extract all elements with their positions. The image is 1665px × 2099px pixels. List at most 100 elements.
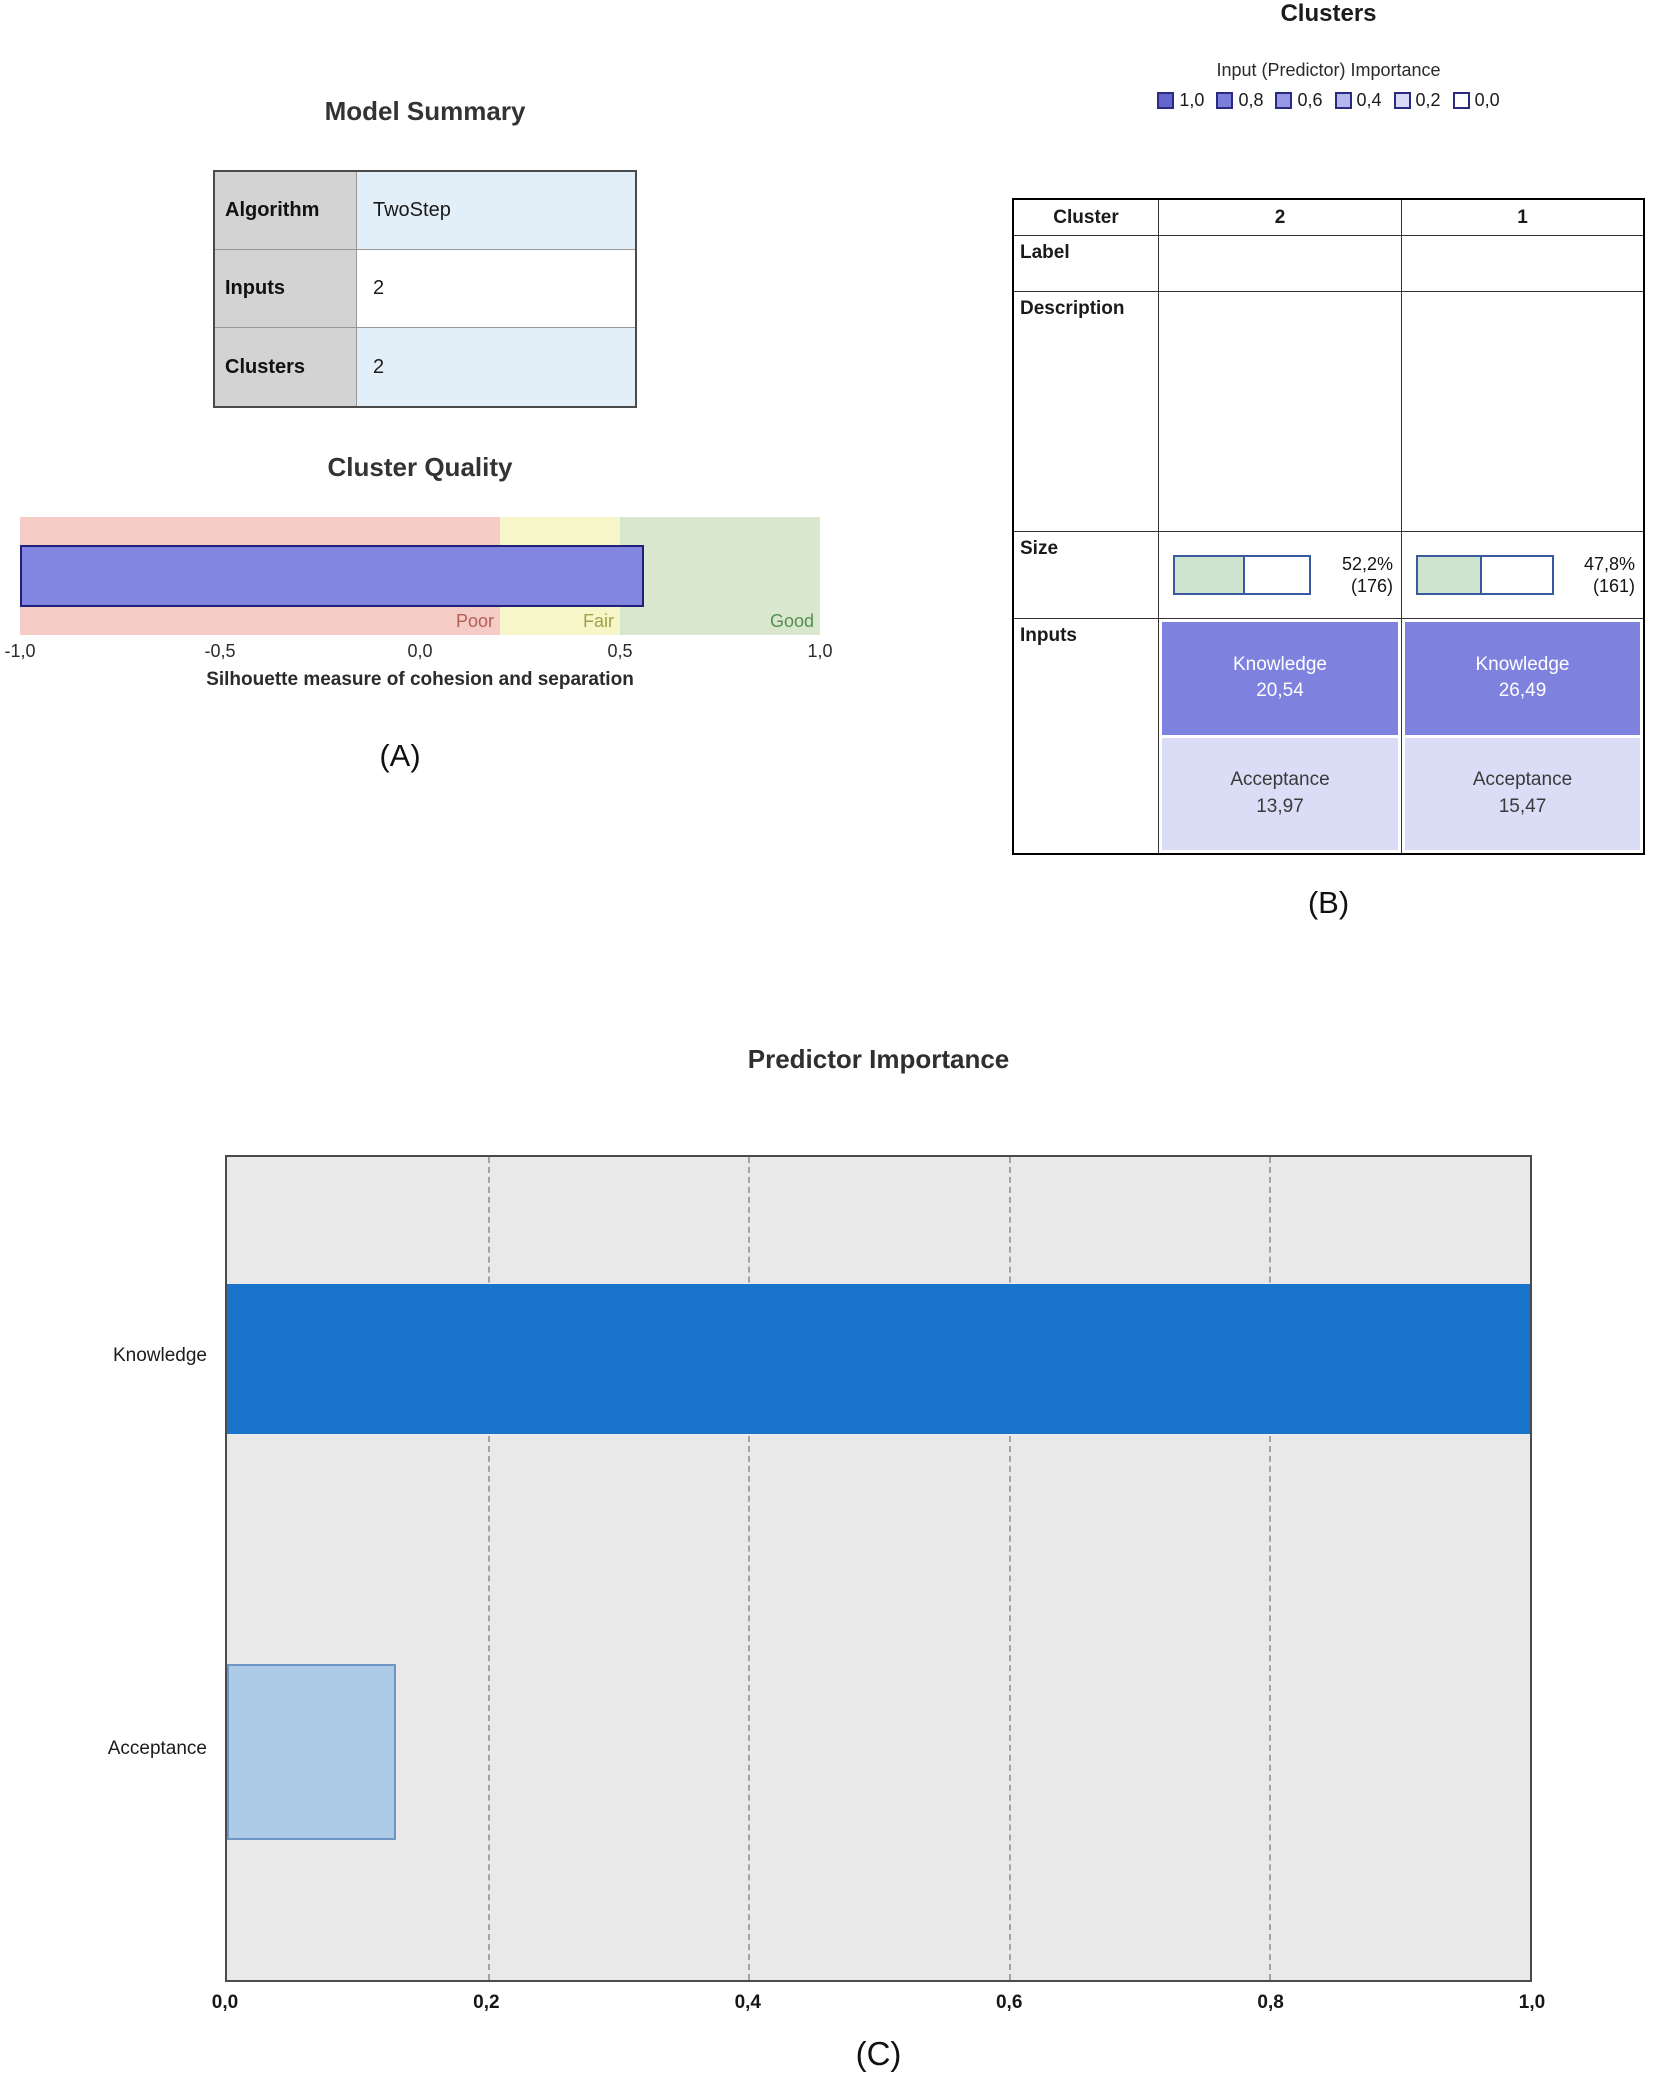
axis-tick-label: 0,8 [1257, 1992, 1284, 2013]
category-label: Acceptance [107, 1738, 207, 1759]
predictor-importance-axis: 0,0 0,2 0,4 0,6 0,8 1,0 [212, 1992, 1545, 2018]
predictor-bar-acceptance [227, 1664, 397, 1840]
input-name: Acceptance [1472, 769, 1573, 791]
axis-tick-label: 0,5 [607, 641, 633, 661]
panel-a-caption: (A) [379, 738, 421, 773]
legend-swatch [1216, 92, 1234, 109]
size-cell-cluster2: 52,2%(176) [1159, 532, 1402, 619]
input-value: 26,49 [1498, 680, 1547, 702]
category-label: Knowledge [112, 1345, 207, 1366]
size-fill [1175, 557, 1245, 593]
input-value: 13,97 [1256, 795, 1304, 817]
model-summary-row-value: 2 [357, 328, 635, 406]
legend-swatch [1452, 92, 1470, 109]
legend-label: 0,2 [1415, 90, 1441, 110]
size-count: (176) [1350, 576, 1393, 596]
gridline [487, 1157, 490, 1980]
legend-label: 0,6 [1297, 90, 1323, 110]
size-count: (161) [1592, 576, 1635, 596]
quality-zone-label: Good [769, 611, 814, 631]
gridline [748, 1157, 751, 1980]
input-value: 15,47 [1498, 795, 1547, 817]
cluster-quality-xlabel: Silhouette measure of cohesion and separ… [206, 669, 634, 690]
input-box-acceptance: Acceptance 15,47 [1405, 737, 1640, 850]
axis-tick-label: 0,2 [473, 1992, 500, 2013]
legend-item: 0,6 [1275, 90, 1323, 111]
gridline [1008, 1157, 1011, 1980]
model-summary-row-value: TwoStep [357, 172, 635, 250]
input-box-acceptance: Acceptance 13,97 [1162, 737, 1398, 850]
predictor-importance-plot [225, 1155, 1532, 1982]
input-box-knowledge: Knowledge 20,54 [1162, 622, 1398, 735]
legend-label: 0,0 [1474, 90, 1500, 110]
legend-item: 0,4 [1334, 90, 1382, 111]
legend-swatch [1275, 92, 1293, 109]
cluster-column-header-1: 1 [1402, 200, 1643, 236]
cluster-header-label: Cluster [1014, 200, 1159, 236]
model-summary-row-label: Algorithm [215, 172, 357, 250]
input-name: Knowledge [1475, 653, 1570, 675]
legend-item: 0,2 [1393, 90, 1441, 111]
importance-legend-title: Input (Predictor) Importance [1216, 60, 1441, 80]
model-summary-row-value: 2 [357, 250, 635, 328]
row-label-description: Description [1014, 292, 1159, 532]
legend-item: 0,8 [1216, 90, 1263, 111]
row-label-label: Label [1014, 236, 1159, 292]
size-percent: 52,2% [1341, 553, 1393, 574]
gridline [1269, 1157, 1272, 1980]
size-fill [1418, 557, 1483, 593]
input-box-knowledge: Knowledge 26,49 [1405, 622, 1640, 735]
cluster-quality-title: Cluster Quality [327, 452, 513, 482]
legend-label: 1,0 [1179, 90, 1205, 110]
quality-zone-good: Good [620, 517, 820, 635]
legend-swatch [1393, 92, 1411, 109]
model-summary-row-label: Clusters [215, 328, 357, 406]
legend-item: 1,0 [1157, 90, 1204, 111]
size-bar [1173, 555, 1311, 595]
size-bar [1416, 555, 1554, 595]
axis-tick-label: 1,0 [807, 641, 833, 661]
model-summary-row-label: Inputs [215, 250, 357, 328]
input-name: Knowledge [1232, 653, 1328, 675]
input-name: Acceptance [1230, 769, 1330, 791]
row-label-inputs: Inputs [1014, 619, 1159, 853]
description-cell-cluster2 [1159, 292, 1402, 532]
label-cell-cluster1 [1402, 236, 1643, 292]
legend-label: 0,8 [1238, 90, 1264, 110]
label-cell-cluster2 [1159, 236, 1402, 292]
axis-tick-label: -0,5 [204, 641, 236, 661]
legend-swatch [1334, 92, 1352, 109]
cluster-quality-plot: Good Fair Poor [20, 517, 820, 635]
size-cell-cluster1: 47,8%(161) [1402, 532, 1643, 619]
clusters-title: Clusters [1280, 0, 1377, 27]
axis-tick-label: 0,4 [734, 1992, 762, 2013]
axis-tick-label: -1,0 [4, 641, 36, 661]
quality-zone-label: Poor [455, 611, 494, 631]
quality-zone-label: Fair [583, 611, 614, 631]
model-summary-title: Model Summary [324, 96, 526, 126]
input-value: 20,54 [1256, 680, 1304, 702]
description-cell-cluster1 [1402, 292, 1643, 532]
axis-tick-label: 1,0 [1518, 1992, 1546, 2013]
legend-swatch [1157, 92, 1175, 109]
axis-tick-label: 0,0 [211, 1992, 239, 2013]
size-percent: 47,8% [1583, 553, 1635, 574]
legend-item: 0,0 [1452, 90, 1500, 111]
predictor-importance-title: Predictor Importance [747, 1044, 1010, 1074]
predictor-bar-knowledge [227, 1284, 1530, 1434]
clusters-table: Cluster 2 1 Label Description Size 52,2%… [1012, 198, 1645, 855]
cluster-quality-axis: -1,0 -0,5 0,0 0,5 1,0 [4, 641, 832, 665]
importance-legend: 1,0 0,8 0,6 0,4 0,2 0,0 [1012, 90, 1645, 111]
size-value: 52,2%(176) [1342, 553, 1393, 598]
axis-tick-label: 0,6 [995, 1992, 1023, 2013]
cluster-column-header-2: 2 [1159, 200, 1402, 236]
row-label-size: Size [1014, 532, 1159, 619]
axis-tick-label: 0,0 [407, 641, 433, 661]
size-value: 47,8%(161) [1584, 553, 1635, 598]
silhouette-bar [20, 545, 644, 607]
